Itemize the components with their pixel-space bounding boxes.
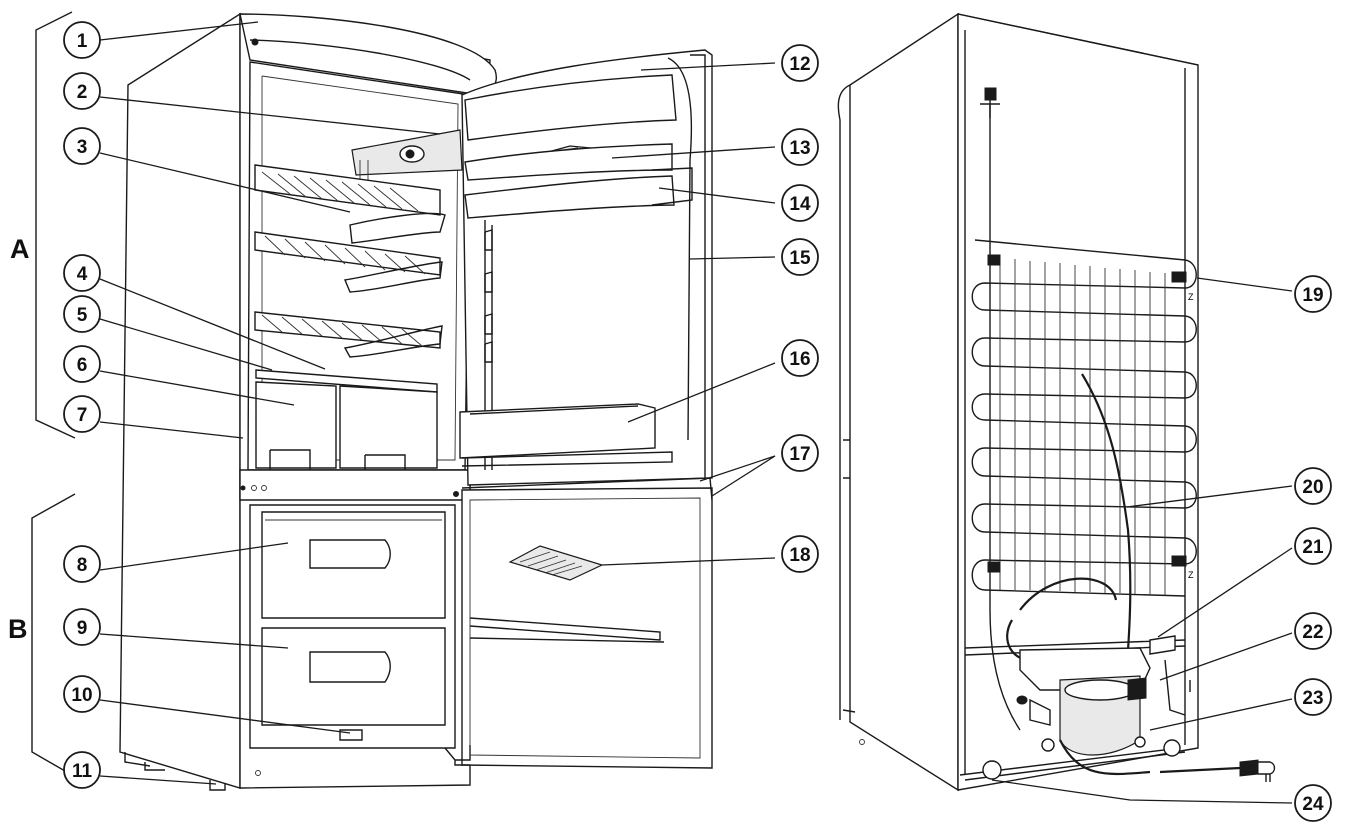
callout-20: 20 [1294, 467, 1332, 505]
callout-12: 12 [781, 44, 819, 82]
callout-19: 19 [1294, 275, 1332, 313]
callout-23-label: 23 [1302, 688, 1323, 709]
callout-13-label: 13 [789, 138, 810, 159]
cabinet-side-panel [119, 12, 241, 789]
callout-11-label: 11 [72, 761, 93, 782]
callout-1: 1 [63, 21, 101, 59]
power-plug [1239, 759, 1276, 782]
freezer-drawer-lower [261, 627, 446, 726]
callout-6: 6 [63, 345, 101, 383]
callout-12-label: 12 [789, 54, 810, 75]
door-bottle-shelf [459, 403, 656, 459]
callout-21: 21 [1294, 527, 1332, 565]
back-side-panel [849, 12, 959, 792]
callout-7-label: 7 [77, 405, 88, 426]
leader-lines [99, 21, 1293, 804]
condenser-mark-upper: Z [1188, 292, 1194, 302]
callout-4-label: 4 [77, 264, 88, 285]
callout-18: 18 [781, 535, 819, 573]
crisper-drawers [255, 381, 438, 470]
callout-22-label: 22 [1302, 622, 1323, 643]
drain-pipe [989, 100, 1021, 731]
callout-18-label: 18 [789, 545, 810, 566]
section-label-a: A [10, 234, 30, 264]
freezer-door [444, 477, 713, 769]
callout-9: 9 [63, 608, 101, 646]
bracket-b [31, 493, 76, 776]
callout-4: 4 [63, 254, 101, 292]
callout-8-label: 8 [77, 555, 88, 576]
compartment-divider [239, 469, 471, 501]
back-view-fridge: Z Z [837, 12, 1276, 792]
compressor [1016, 647, 1151, 756]
callout-7: 7 [63, 395, 101, 433]
callout-22: 22 [1294, 612, 1332, 650]
fridge-shelf-bottom [254, 311, 443, 358]
callout-19-label: 19 [1302, 285, 1323, 306]
callout-9-label: 9 [77, 618, 88, 639]
callout-14: 14 [781, 184, 819, 222]
fridge-shelf-top [254, 164, 446, 244]
callout-3-label: 3 [77, 137, 88, 158]
power-cable [1059, 739, 1241, 776]
callout-1-label: 1 [77, 31, 88, 52]
callout-2: 2 [63, 72, 101, 110]
callout-10-label: 10 [71, 685, 92, 706]
door-shelf-middle [464, 143, 673, 181]
door-shelf-top [464, 74, 677, 141]
section-label-b: B [8, 614, 28, 644]
callout-15-label: 15 [789, 248, 811, 269]
callout-3: 3 [63, 127, 101, 165]
callout-23: 23 [1294, 678, 1332, 716]
callout-17-label: 17 [789, 444, 810, 465]
condenser-coil: Z Z [971, 239, 1197, 597]
callout-2-label: 2 [77, 82, 88, 103]
callout-6-label: 6 [77, 355, 88, 376]
callout-8: 8 [63, 545, 101, 583]
callout-11: 11 [63, 751, 101, 789]
condenser-mark-lower: Z [1188, 570, 1194, 580]
bracket-a [35, 11, 76, 439]
thermostat-light-unit [351, 129, 463, 205]
callout-5-label: 5 [77, 305, 88, 326]
callout-16-label: 16 [789, 349, 810, 370]
callout-14-label: 14 [789, 194, 811, 215]
callout-16: 16 [781, 339, 819, 377]
fridge-shelf-middle [254, 231, 443, 293]
callout-13: 13 [781, 128, 819, 166]
freezer-drawer-upper [261, 511, 446, 619]
callout-5: 5 [63, 295, 101, 333]
relay-box [1149, 635, 1176, 655]
callout-17: 17 [781, 434, 819, 472]
discharge-pipe [1081, 373, 1132, 651]
fridge-door [459, 49, 713, 486]
rear-rollers [982, 736, 1181, 780]
adjustable-feet [124, 752, 226, 791]
section-brackets [31, 11, 76, 776]
callout-21-label: 21 [1302, 537, 1324, 558]
callout-24: 24 [1294, 784, 1332, 822]
callout-20-label: 20 [1302, 477, 1323, 498]
front-view-fridge [119, 12, 713, 791]
callout-24-label: 24 [1302, 794, 1324, 815]
callout-10: 10 [63, 675, 101, 713]
callout-15: 15 [781, 238, 819, 276]
door-shelf-upper-bin [464, 175, 675, 219]
